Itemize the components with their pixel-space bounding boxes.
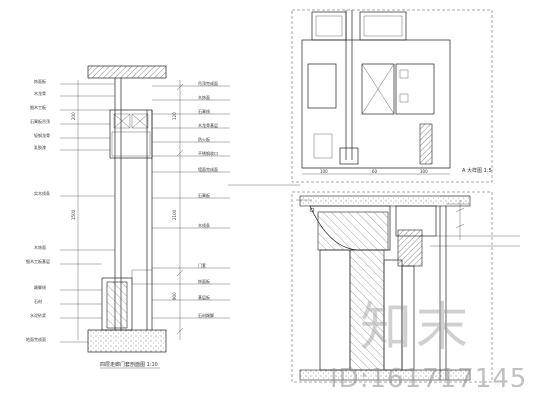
hatched-post — [419, 123, 433, 165]
dimension-label: 120 — [172, 112, 177, 120]
left-callout: 踢脚线 — [34, 284, 46, 290]
right-section-caption: A 大样图 1:5 — [462, 167, 492, 174]
dimension-label: 200 — [71, 112, 76, 120]
dimension-label: 900 — [172, 292, 177, 300]
left-section — [60, 65, 300, 353]
left-section-caption: 四层走廊门套剖面图 1:10 — [100, 361, 158, 368]
main-hatched-column — [349, 249, 385, 371]
right-callout: 门套 — [198, 262, 206, 268]
right-callout: 木饰面 — [198, 94, 210, 100]
right-callout: 石膏板 — [198, 192, 210, 198]
right-callout: 木龙骨基层 — [198, 122, 218, 128]
right-callout: 石膏线 — [198, 108, 210, 114]
floor-slab-right — [299, 369, 471, 381]
left-callout: 石膏板吊顶 — [30, 118, 50, 124]
door-frame-block — [397, 229, 423, 267]
left-callout: 石材 — [34, 298, 42, 304]
left-callout: 饰面板 — [34, 78, 46, 84]
dimension-label: 1500 — [71, 209, 76, 220]
dimension-labels: 120 2100 900 1500 200 — [71, 112, 177, 300]
right-callout: 饰面板 — [198, 278, 210, 284]
left-callout: 乳胶漆 — [34, 144, 46, 150]
dimension-label: 300 — [420, 169, 428, 174]
right-top-detail: 100 60 300 A 大样图 1:5 — [291, 9, 493, 183]
right-callout: 墙面完成面 — [198, 166, 218, 172]
ceiling-slab — [299, 195, 471, 207]
left-callout: 细木工板 — [30, 104, 46, 110]
left-callouts: 饰面板 木龙骨 细木工板 石膏板吊顶 轻钢龙骨 乳胶漆 实木线条 木饰面 细木工… — [26, 78, 50, 342]
left-callout: 细木工板基层 — [26, 258, 50, 264]
dimension-label: 60 — [372, 169, 378, 174]
left-callout: 木龙骨 — [34, 90, 46, 96]
right-callout: 不锈钢收口 — [198, 150, 218, 156]
right-callout: 防火板 — [198, 136, 210, 142]
right-callout: 吊顶完成面 — [198, 80, 218, 86]
left-section-right-callouts: 吊顶完成面 木饰面 石膏线 木龙骨基层 防火板 不锈钢收口 墙面完成面 石膏板 … — [198, 80, 218, 318]
left-callout: 轻钢龙骨 — [34, 132, 50, 138]
right-bottom-detail — [291, 191, 520, 383]
right-callout: 基层板 — [198, 294, 210, 300]
watermark-brand: 知末 — [360, 298, 473, 358]
left-callout: 实木线条 — [34, 190, 50, 196]
left-callout: 地面完成面 — [26, 336, 46, 342]
top-slab — [87, 65, 167, 79]
watermark-id: ID:161717145 — [330, 364, 528, 394]
left-callout: 木饰面 — [34, 244, 46, 250]
wall-panel — [317, 211, 389, 251]
dimension-label: 100 — [320, 169, 328, 174]
left-callout: 水泥砂浆 — [30, 312, 46, 318]
dimension-label: 2100 — [172, 209, 177, 220]
right-callout: 石材踢脚 — [198, 312, 214, 318]
floor-slab — [87, 329, 167, 353]
right-callout: 木线条 — [198, 222, 210, 228]
lower-hatched-block — [106, 281, 128, 329]
